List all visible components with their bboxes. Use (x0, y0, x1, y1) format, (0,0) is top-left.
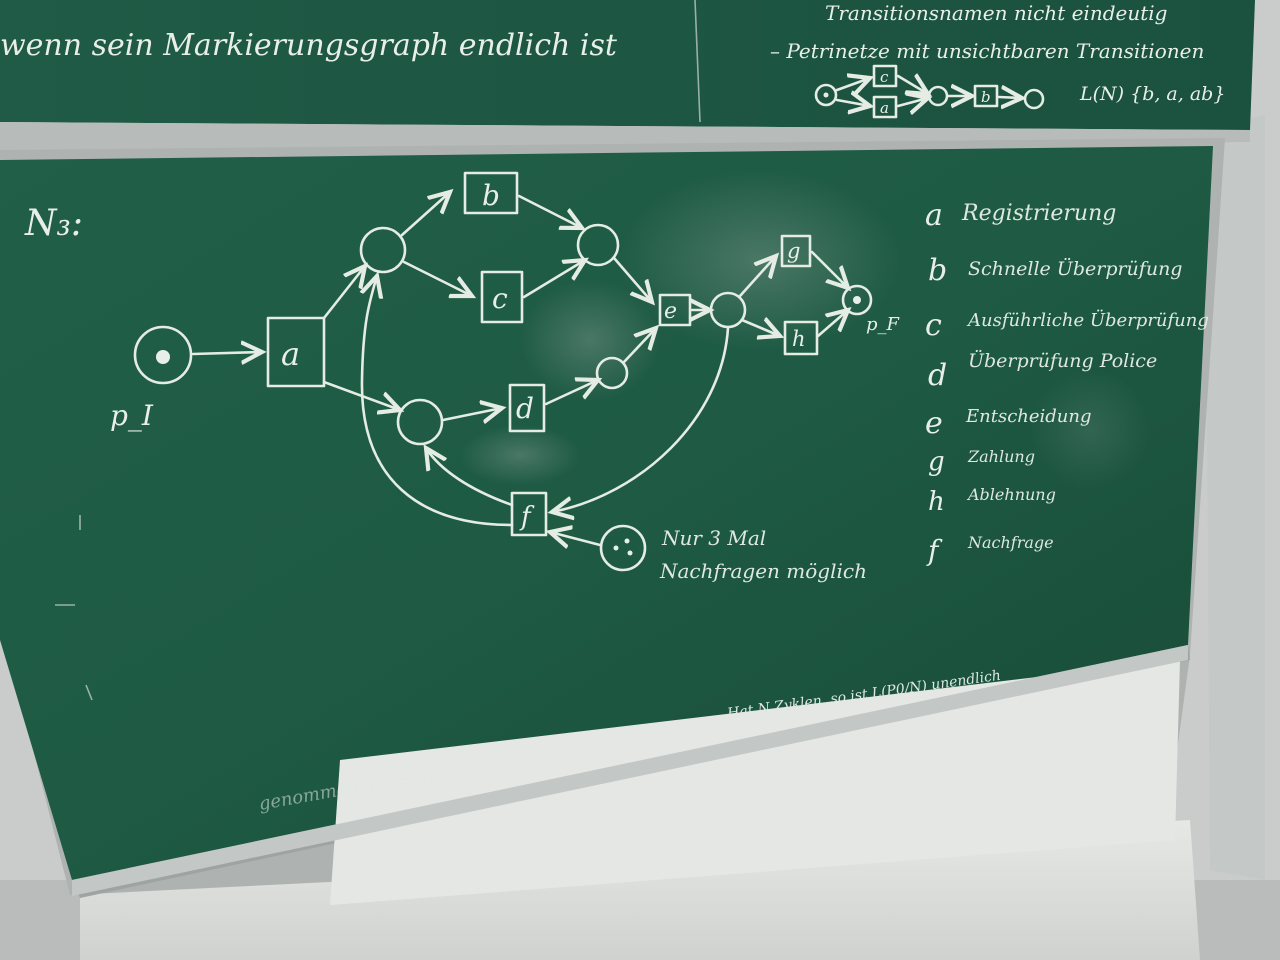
legend-text-e: Entscheidung (965, 406, 1092, 427)
legend-text-c: Ausführliche Überprüfung (966, 308, 1209, 331)
svg-text:c: c (925, 308, 942, 343)
transition-b-label: b (482, 179, 500, 212)
place-counter (599, 524, 647, 572)
legend-text-b: Schnelle Überprüfung (968, 257, 1182, 280)
legend-key-d: d (928, 358, 947, 393)
top-board-ledge (0, 122, 1250, 155)
place-final (841, 284, 873, 316)
net-name: N₃: (24, 203, 83, 244)
transition-a-label: a (281, 335, 300, 373)
legend-text-a: Registrierung (961, 201, 1116, 226)
lower-panel (330, 660, 1180, 905)
note-line-2: Nachfragen möglich (659, 559, 867, 583)
legend-key-e: e (925, 406, 943, 441)
initial-place-label: p_I (110, 399, 154, 432)
transition-g-label: g (787, 239, 800, 263)
mini-label-b: b (981, 88, 991, 106)
svg-text:b: b (928, 253, 947, 288)
petri-net-diagram: a b c d e g h f (133, 171, 873, 572)
svg-text:e: e (925, 406, 943, 441)
transition-legend: a Registrierung b Schnelle Überprüfung c… (925, 198, 1209, 567)
right-pillar (1205, 115, 1265, 880)
transition-g (780, 234, 812, 268)
place-p4 (595, 356, 629, 390)
mini-petri-net: c a b (814, 64, 1045, 119)
legend-key-b: b (928, 253, 947, 288)
legend-text-g: Zahlung (967, 447, 1035, 466)
legend-text-h: Ablehnung (966, 485, 1056, 504)
top-left-text: wenn sein Markierungsgraph endlich ist (0, 28, 618, 63)
svg-text:d: d (928, 358, 947, 393)
transition-e-label: e (664, 299, 677, 324)
legend-key-g: g (928, 447, 945, 477)
top-board (0, 0, 1255, 130)
legend-text-f: Nachfrage (967, 533, 1054, 552)
legend-key-a: a (925, 198, 943, 233)
transition-a (266, 316, 326, 388)
mini-label-c: c (880, 68, 889, 86)
token (156, 350, 170, 364)
note-line-1: Nur 3 Mal (661, 526, 766, 550)
place-initial (133, 325, 193, 385)
transition-d (508, 383, 546, 433)
mini-label-a: a (880, 99, 889, 117)
language-formula: L(N) {b, a, ab} (1079, 83, 1225, 105)
legend-text-d: Überprüfung Police (968, 349, 1157, 372)
transition-b (463, 171, 519, 215)
legend-key-h: h (928, 487, 945, 517)
transition-h (783, 320, 819, 356)
svg-text:h: h (928, 487, 945, 517)
legend-key-c: c (925, 308, 942, 343)
transition-c-label: c (492, 282, 508, 315)
top-right-text-1: Transitionsnamen nicht eindeutig (825, 1, 1167, 25)
final-place-label: p_F (866, 314, 901, 335)
transition-c (480, 270, 524, 324)
transition-h-label: h (792, 327, 806, 351)
top-right-text-2: – Petrinetze mit unsichtbaren Transition… (770, 39, 1204, 63)
svg-text:g: g (928, 447, 945, 477)
place-p2 (396, 398, 444, 446)
transition-d-label: d (516, 392, 534, 425)
svg-text:a: a (925, 198, 943, 233)
transition-f (510, 491, 548, 537)
place-p3 (576, 223, 620, 267)
